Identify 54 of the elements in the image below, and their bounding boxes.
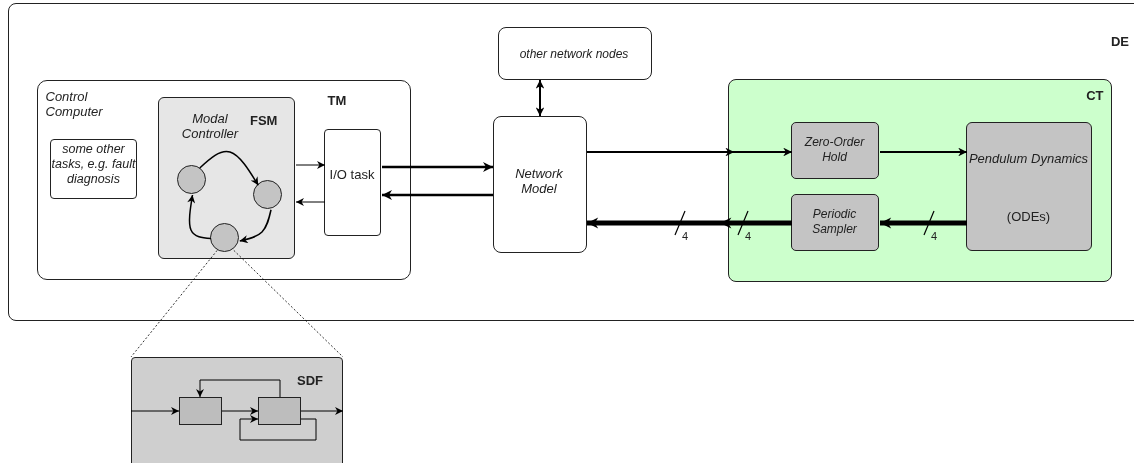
node-label: some other tasks, e.g. fault diagnosis: [51, 142, 136, 187]
node-label: Control Computer: [45, 88, 104, 119]
arrow: [535, 79, 545, 117]
arrow: [880, 217, 967, 229]
process-box: [324, 129, 381, 236]
state-machine-box: [158, 97, 295, 259]
process-box: [791, 122, 879, 179]
node-label: Pendulum Dynamics: [967, 151, 1090, 166]
node-label: Periodic Sampler: [811, 207, 858, 237]
node-label: I/O task: [328, 167, 376, 182]
arrow: [239, 209, 272, 244]
arrow: [130, 407, 180, 415]
container-box: [36, 79, 411, 280]
domain-label: CT: [1085, 87, 1104, 103]
zoom-leader-line: [233, 250, 344, 358]
arrow: [239, 415, 317, 441]
domain-label: DE: [1109, 34, 1129, 49]
arrow: [382, 162, 493, 172]
arrow: [199, 150, 259, 186]
edge-label: 4: [682, 229, 689, 244]
process-box: [791, 194, 879, 251]
arrow: [586, 148, 793, 156]
domain-label: FSM: [250, 113, 279, 128]
zoom-leader-line: [130, 250, 218, 358]
node-label: (ODEs): [1005, 209, 1052, 224]
arrow: [187, 194, 212, 240]
process-box: [492, 115, 587, 253]
arrow: [221, 407, 259, 415]
bus-width-label: 4: [745, 229, 752, 244]
arrow: [382, 190, 493, 200]
dataflow-box: [131, 357, 343, 463]
arrow: [587, 217, 792, 229]
process-box: [966, 122, 1092, 251]
domain-label: SDF: [297, 373, 324, 388]
domain-label: TM: [327, 92, 348, 108]
arrow: [196, 379, 281, 398]
arrow: [300, 407, 344, 415]
state-circle: [209, 222, 239, 252]
node-label: Network Model: [514, 165, 564, 196]
node-label: other network nodes: [518, 46, 630, 62]
edge-label: 4: [931, 229, 938, 244]
arrow: [879, 147, 968, 157]
arrow: [295, 161, 326, 169]
arrow: [295, 198, 326, 206]
state-circle: [176, 164, 206, 194]
actor-box: [178, 396, 222, 425]
state-circle: [252, 179, 282, 209]
domain-frame: [8, 3, 1134, 321]
process-box: [50, 139, 137, 199]
domain-box: [727, 78, 1112, 282]
node-label: Zero-Order Hold: [803, 135, 866, 165]
actor-box: [257, 396, 301, 425]
process-box: [497, 26, 652, 80]
node-label: Modal Controller: [180, 111, 240, 141]
